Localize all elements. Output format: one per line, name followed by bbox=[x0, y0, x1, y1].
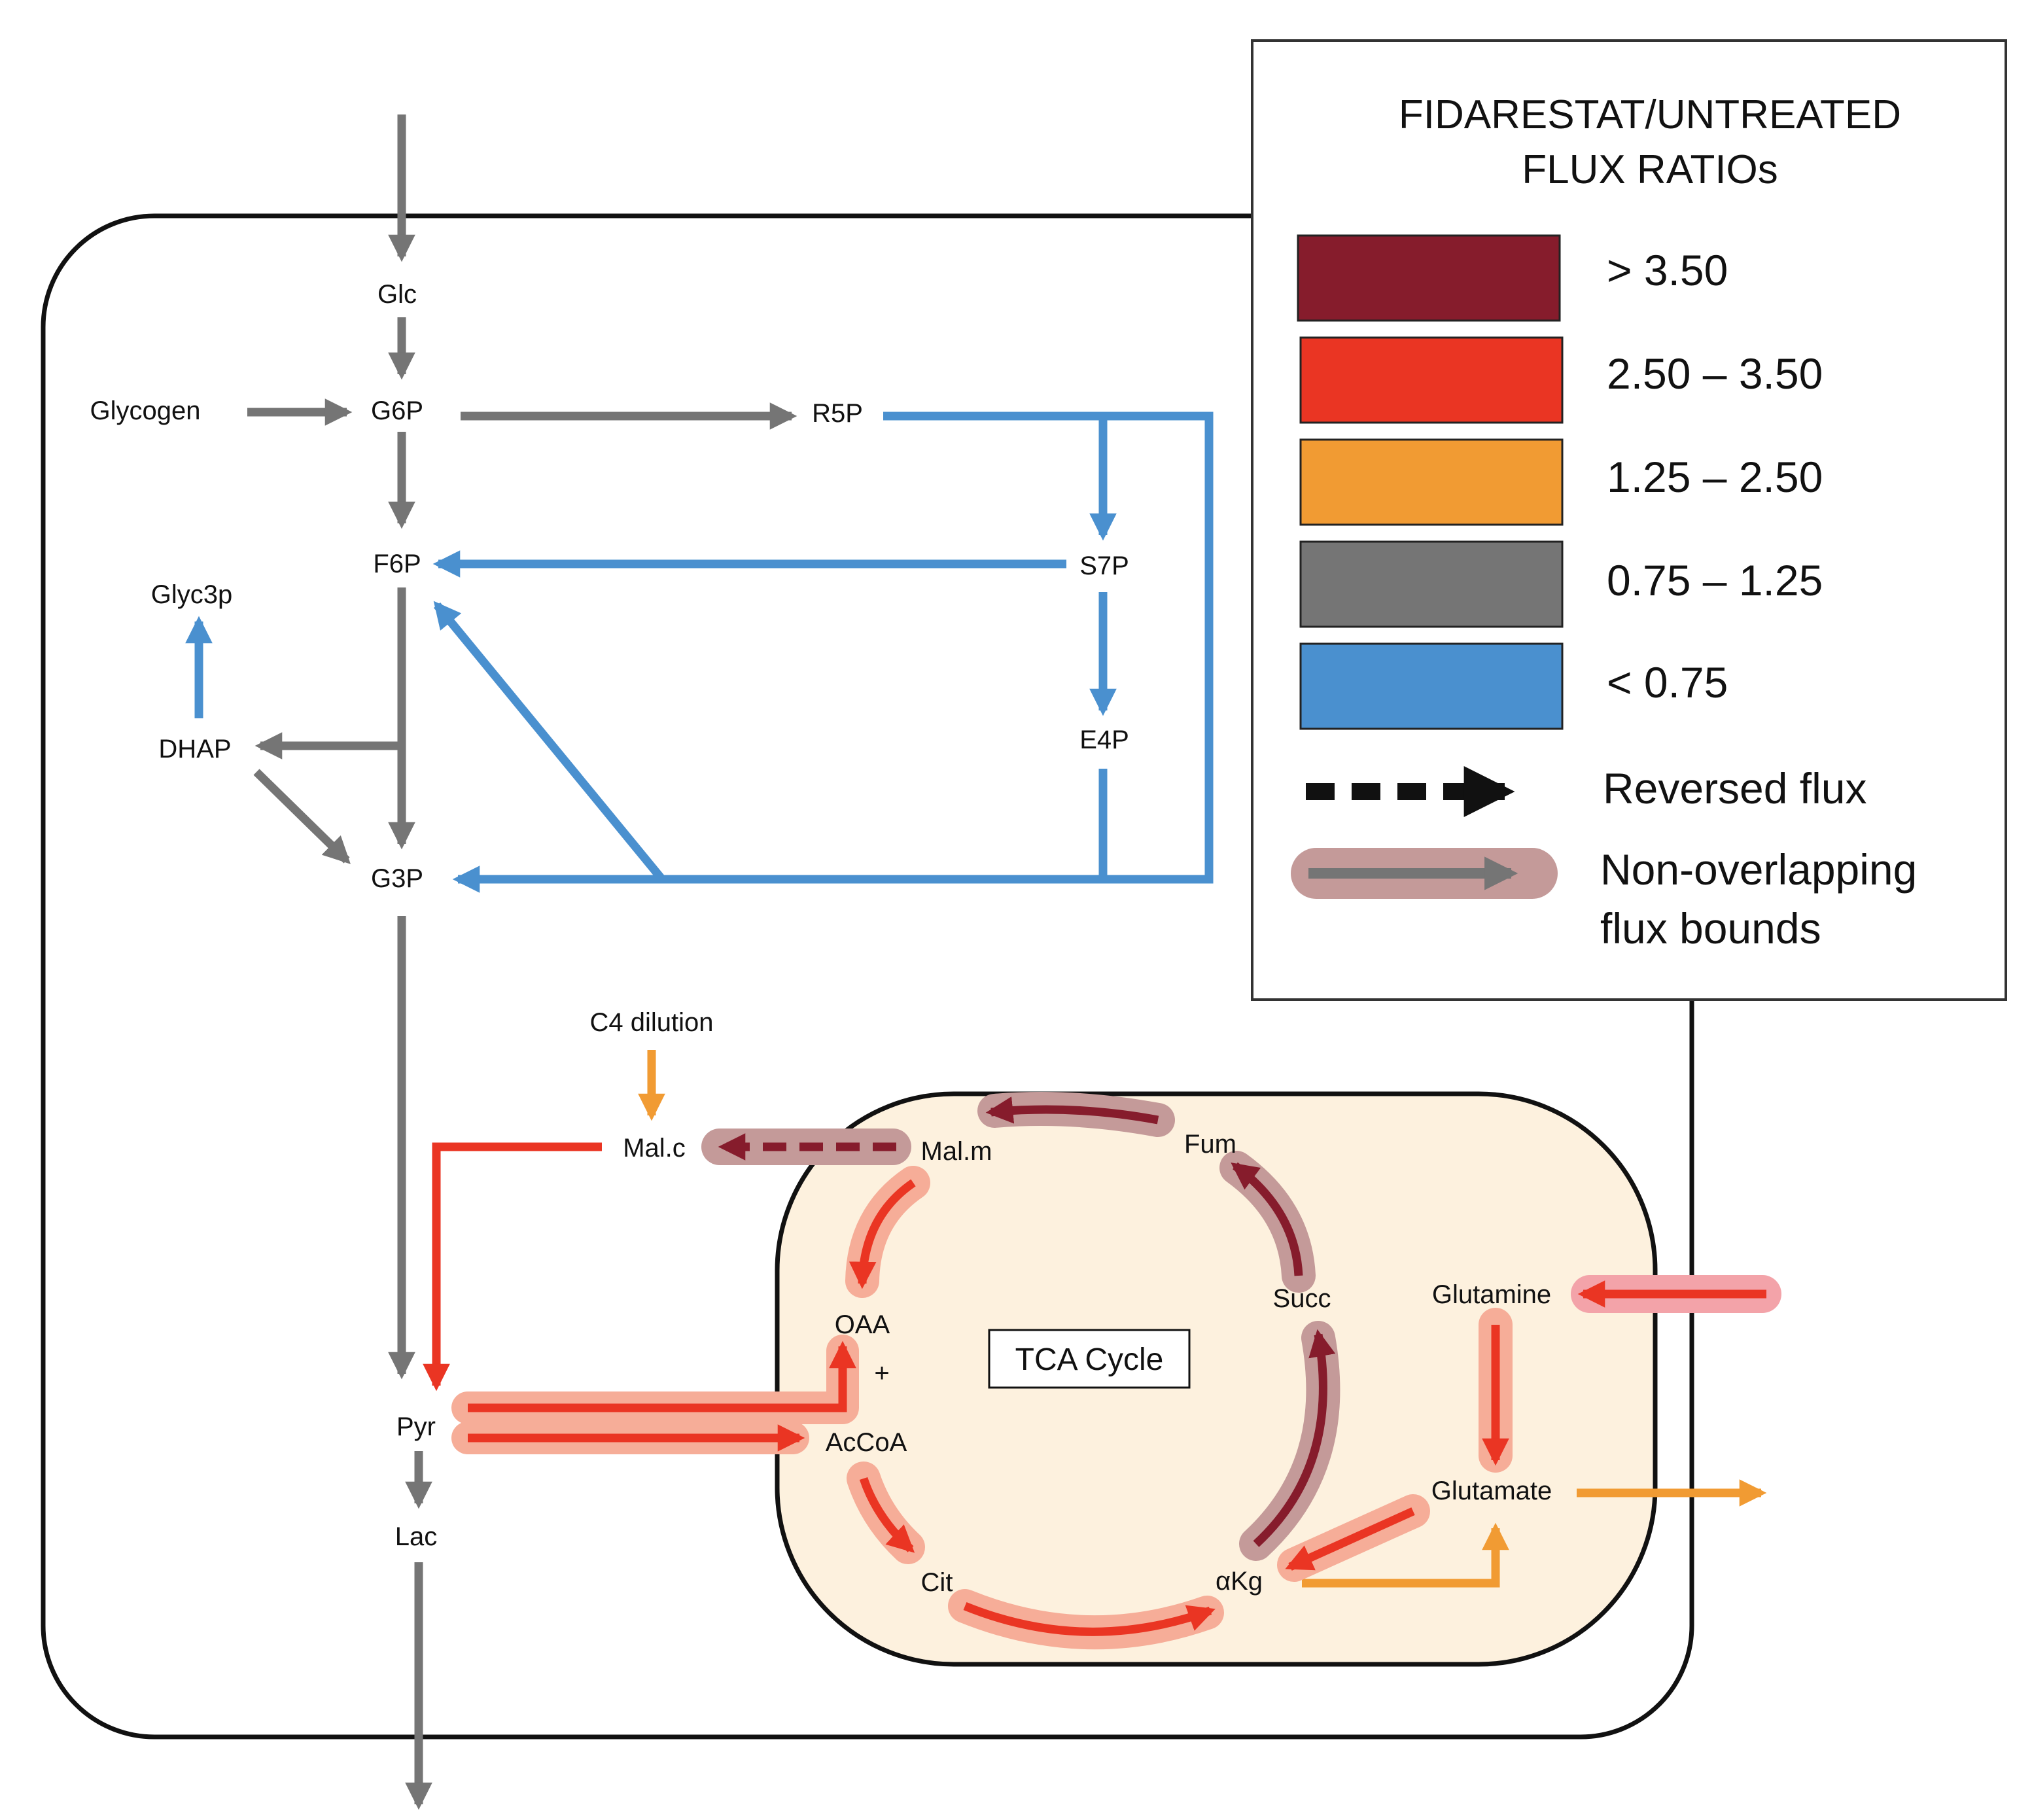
label-glutamine: Glutamine bbox=[1432, 1280, 1551, 1309]
flux-cit-akg bbox=[963, 1601, 1216, 1636]
label-glycogen: Glycogen bbox=[90, 396, 201, 425]
flux-succ-fum bbox=[1231, 1162, 1303, 1276]
flux-r5p-loop bbox=[452, 411, 1214, 893]
label-f6p: F6P bbox=[373, 550, 421, 578]
mitochondrion bbox=[775, 1091, 1658, 1667]
label-pyr: Pyr bbox=[396, 1412, 436, 1441]
label-plus: + bbox=[874, 1359, 889, 1388]
label-e4p: E4P bbox=[1079, 726, 1129, 754]
label-g6p: G6P bbox=[371, 396, 423, 425]
flux-malc-pyr bbox=[423, 1142, 602, 1391]
flux-pyr-oaa bbox=[468, 1340, 856, 1412]
flux-akg-glutamate bbox=[1302, 1522, 1509, 1588]
flux-akg-succ bbox=[1253, 1329, 1336, 1547]
legend-title-line2: FLUX RATIOs bbox=[1522, 147, 1778, 192]
orange-fluxes bbox=[638, 1050, 1767, 1588]
legend-label-lt-0-75: < 0.75 bbox=[1607, 658, 1728, 707]
flux-fum-malm bbox=[985, 1096, 1159, 1125]
label-mal-m: Mal.m bbox=[921, 1137, 992, 1166]
flux-glutamate-akg bbox=[1285, 1507, 1415, 1571]
legend-label-1-25-2-50: 1.25 – 2.50 bbox=[1607, 453, 1823, 501]
label-oaa: OAA bbox=[835, 1310, 890, 1339]
flux-dhap-g3p bbox=[253, 769, 351, 864]
metabolite-labels: Glc Glycogen G6P R5P F6P S7P Glyc3p DHAP… bbox=[90, 280, 1552, 1597]
legend-swatch-1-25-2-50 bbox=[1299, 438, 1564, 526]
legend-swatch-0-75-1-25 bbox=[1299, 540, 1564, 628]
label-cit: Cit bbox=[921, 1568, 953, 1597]
label-s7p: S7P bbox=[1079, 551, 1129, 580]
legend-swatch-gt-3-50 bbox=[1297, 234, 1561, 322]
legend-swatch-2-50-3-50 bbox=[1299, 336, 1564, 424]
tca-cycle-box: TCA Cycle bbox=[988, 1329, 1191, 1389]
legend: FIDARESTAT/UNTREATED FLUX RATIOs > 3.50 … bbox=[1251, 39, 2007, 1001]
legend-title-line1: FIDARESTAT/UNTREATED bbox=[1399, 92, 1901, 137]
legend-label-non-overlap-line2: flux bounds bbox=[1600, 904, 1821, 953]
label-succ: Succ bbox=[1273, 1284, 1331, 1313]
flux-malm-oaa bbox=[849, 1179, 916, 1289]
dark-red-fluxes bbox=[718, 1096, 1336, 1547]
blue-fluxes bbox=[185, 411, 1214, 893]
red-fluxes bbox=[423, 1142, 1766, 1636]
label-lac: Lac bbox=[395, 1522, 438, 1551]
label-fum: Fum bbox=[1184, 1130, 1236, 1159]
label-glc: Glc bbox=[377, 280, 417, 309]
label-c4-dilution: C4 dilution bbox=[589, 1008, 713, 1037]
flux-diag-f6p bbox=[433, 601, 666, 883]
label-acoa: AcCoA bbox=[826, 1428, 907, 1457]
label-akg: αKg bbox=[1216, 1567, 1263, 1596]
tca-cycle-frame bbox=[988, 1329, 1191, 1389]
label-mal-c: Mal.c bbox=[623, 1134, 686, 1163]
legend-label-non-overlap-line1: Non-overlapping bbox=[1600, 845, 1917, 894]
label-dhap: DHAP bbox=[158, 735, 231, 763]
legend-label-2-50-3-50: 2.50 – 3.50 bbox=[1607, 349, 1823, 398]
flux-acoa-cit bbox=[859, 1477, 915, 1553]
label-r5p: R5P bbox=[812, 399, 863, 428]
legend-label-gt-3-50: > 3.50 bbox=[1607, 246, 1728, 294]
label-g3p: G3P bbox=[371, 864, 423, 893]
label-glyc3p: Glyc3p bbox=[151, 580, 233, 609]
gray-fluxes bbox=[247, 114, 797, 1810]
tca-cycle-label: TCA Cycle bbox=[1015, 1342, 1164, 1377]
legend-label-0-75-1-25: 0.75 – 1.25 bbox=[1607, 556, 1823, 604]
legend-label-reversed-flux: Reversed flux bbox=[1603, 764, 1867, 813]
label-glutamate: Glutamate bbox=[1431, 1477, 1552, 1505]
legend-swatch-lt-0-75 bbox=[1299, 642, 1564, 730]
